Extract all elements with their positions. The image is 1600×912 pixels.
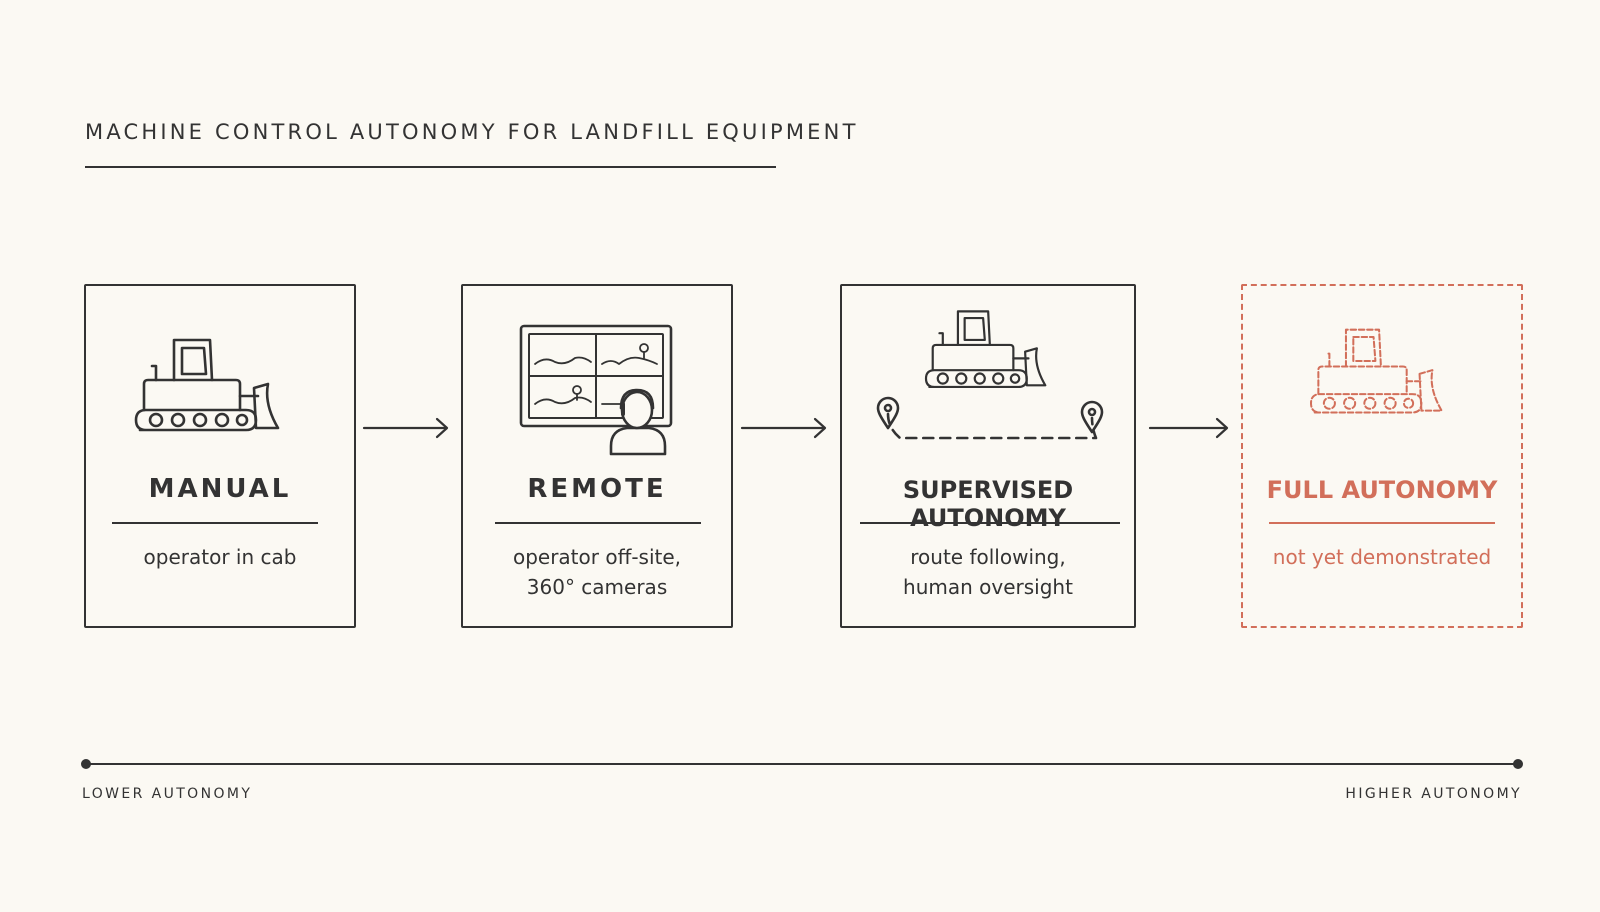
stage-rule-supervised-autonomy	[860, 522, 1120, 524]
axis-end-dot	[1513, 759, 1523, 769]
stage-label-supervised-autonomy: SUPERVISED AUTONOMY	[902, 476, 1074, 532]
dozer-route-icon	[876, 310, 1104, 440]
stage-desc-line: route following,	[910, 545, 1066, 569]
axis-start-dot	[81, 759, 91, 769]
arrow-manual-to-remote	[362, 417, 449, 439]
axis-label-higher: HIGHER AUTONOMY	[1345, 786, 1522, 802]
axis-label-lower: LOWER AUTONOMY	[82, 786, 253, 802]
stage-card-supervised-autonomy: SUPERVISED AUTONOMY route following, hum…	[840, 284, 1136, 628]
stage-desc-full-autonomy: not yet demonstrated	[1243, 542, 1521, 572]
stage-desc-remote: operator off-site, 360° cameras	[463, 542, 731, 602]
stage-desc-manual: operator in cab	[86, 542, 354, 572]
stage-desc-supervised-autonomy: route following, human oversight	[842, 542, 1134, 602]
autonomy-axis	[81, 759, 1523, 769]
diagram-title: MACHINE CONTROL AUTONOMY FOR LANDFILL EQ…	[85, 120, 859, 144]
stage-desc-line: operator off-site,	[512, 545, 682, 569]
stage-card-full-autonomy: FULL AUTONOMY not yet demonstrated	[1241, 284, 1523, 628]
arrow-remote-to-supervised	[740, 417, 827, 439]
title-underline	[85, 166, 776, 168]
stage-card-remote: REMOTE operator off-site, 360° cameras	[461, 284, 733, 628]
stage-desc-line: 360° cameras	[526, 575, 668, 599]
stage-label-manual: MANUAL	[148, 474, 292, 504]
stage-rule-full-autonomy	[1269, 522, 1495, 524]
remote-monitor-icon	[519, 324, 673, 456]
dozer-dashed-icon	[1309, 328, 1443, 414]
dozer-icon	[134, 338, 280, 432]
arrow-supervised-to-full	[1148, 417, 1229, 439]
stage-rule-manual	[112, 522, 318, 524]
stage-label-full-autonomy: FULL AUTONOMY	[1266, 476, 1498, 504]
stage-desc-line: human oversight	[903, 575, 1073, 599]
stage-rule-remote	[495, 522, 701, 524]
stage-label-remote: REMOTE	[527, 474, 667, 504]
stage-desc-line: operator in cab	[143, 545, 297, 569]
stage-card-manual: MANUAL operator in cab	[84, 284, 356, 628]
stage-desc-line: not yet demonstrated	[1272, 545, 1492, 569]
